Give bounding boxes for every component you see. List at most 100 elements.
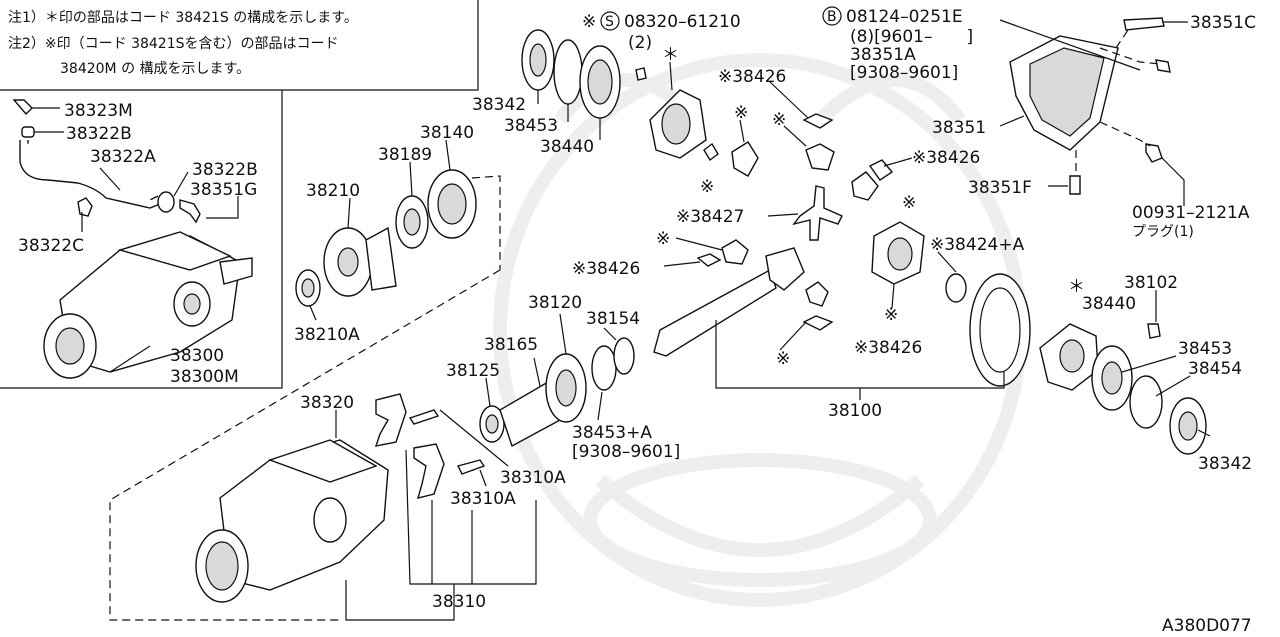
label-38310: 38310 bbox=[432, 592, 486, 612]
label-00931: 00931–2121A bbox=[1132, 203, 1250, 223]
kome-mark-e: ※ bbox=[656, 229, 670, 249]
companion-flange-group bbox=[295, 169, 501, 307]
note-line-3: 38420M の 構成を示します。 bbox=[60, 61, 250, 77]
label-38454: 38454 bbox=[1188, 359, 1242, 379]
washer-small-a[interactable] bbox=[703, 142, 719, 162]
inset-assembly-box: 38323M 38322B 38322A 38322B 38351G 38322… bbox=[0, 90, 283, 389]
ring-gear[interactable] bbox=[969, 273, 1031, 387]
part-38453-bottom[interactable] bbox=[1129, 375, 1163, 429]
label-38426-c: ※38426 bbox=[572, 259, 640, 279]
label-38351A-range: [9308–9601] bbox=[850, 63, 958, 83]
label-38427: ※38427 bbox=[676, 207, 744, 227]
kome-mark-bolt: ※ bbox=[582, 12, 596, 32]
label-b-qty: (8)[9601– ] bbox=[850, 27, 973, 47]
plug-00931-2121A[interactable] bbox=[1145, 143, 1163, 163]
label-38440-bottom: 38440 bbox=[1082, 294, 1136, 314]
label-38342-bottom: 38342 bbox=[1198, 454, 1252, 474]
label-38102: 38102 bbox=[1124, 273, 1178, 293]
label-38320: 38320 bbox=[300, 393, 354, 413]
label-38300M: 38300M bbox=[170, 367, 239, 387]
pinion-gear-d[interactable] bbox=[805, 281, 829, 307]
washer-38426-b[interactable] bbox=[868, 159, 894, 181]
part-38310-cap-b[interactable] bbox=[413, 443, 445, 499]
label-38453-top: 38453 bbox=[504, 116, 558, 136]
part-38322B-top[interactable] bbox=[21, 126, 35, 138]
label-38351C: 38351C bbox=[1190, 13, 1256, 33]
label-38165: 38165 bbox=[484, 335, 538, 355]
pinion-gear-c[interactable] bbox=[721, 239, 749, 265]
label-38189: 38189 bbox=[378, 145, 432, 165]
label-38120: 38120 bbox=[528, 293, 582, 313]
label-38140: 38140 bbox=[420, 123, 474, 143]
diagram-id: A380D077 bbox=[1162, 616, 1252, 636]
washer-38426-a[interactable] bbox=[802, 113, 834, 129]
breather-hose-group bbox=[12, 99, 239, 232]
label-38125: 38125 bbox=[446, 361, 500, 381]
part-38453-top[interactable] bbox=[553, 39, 583, 105]
bolt-38351A[interactable] bbox=[1155, 59, 1171, 73]
bolt-38310A-a[interactable] bbox=[408, 409, 440, 425]
s-mark-circle bbox=[600, 11, 620, 31]
label-38426-a: ※38426 bbox=[718, 67, 786, 87]
note-line-2: 注2）※印（コード 38421Sを含む）の部品はコード bbox=[8, 36, 339, 52]
bolt-38102[interactable] bbox=[1147, 323, 1161, 339]
kome-mark-f: ※ bbox=[776, 349, 790, 369]
drive-pinion-shaft[interactable] bbox=[653, 268, 777, 357]
b-mark-letter: B bbox=[827, 9, 837, 25]
label-38210: 38210 bbox=[306, 181, 360, 201]
label-38322B-2: 38322B bbox=[192, 160, 258, 180]
label-plug: プラグ(1) bbox=[1132, 224, 1194, 240]
label-38424A: ※38424+A bbox=[930, 235, 1025, 255]
drive-pinion-gear[interactable] bbox=[765, 247, 805, 291]
part-38453A[interactable] bbox=[591, 345, 617, 391]
label-38453-bottom: 38453 bbox=[1178, 339, 1232, 359]
kome-mark-d: ※ bbox=[902, 193, 916, 213]
part-38323M[interactable] bbox=[12, 99, 33, 116]
pinion-cross-38427[interactable] bbox=[792, 185, 843, 241]
part-38310-cap-a[interactable] bbox=[374, 393, 407, 447]
washer-38426-c[interactable] bbox=[696, 253, 722, 267]
bolt-08320-61210[interactable] bbox=[635, 67, 647, 81]
part-38351F[interactable] bbox=[1069, 175, 1081, 195]
label-38322A: 38322A bbox=[90, 147, 156, 167]
carrier-assembly-drawing[interactable] bbox=[43, 231, 253, 379]
label-38426-d: ※38426 bbox=[854, 338, 922, 358]
label-bolt-code: 08320–61210 bbox=[624, 12, 741, 32]
bolt-38310A-b[interactable] bbox=[456, 459, 486, 475]
label-38310A-a: 38310A bbox=[500, 468, 566, 488]
label-38426-b: ※38426 bbox=[912, 148, 980, 168]
pinion-bearing-group bbox=[479, 337, 635, 448]
s-mark-letter: S bbox=[605, 14, 614, 30]
part-38322C[interactable] bbox=[77, 197, 93, 217]
notes-box: 注1）＊印の部品はコード 38421S の構成を示します。 注2）※印（コード … bbox=[0, 0, 479, 91]
label-38210A: 38210A bbox=[294, 325, 360, 345]
kome-mark-b: ※ bbox=[772, 110, 786, 130]
right-side-bearing-group bbox=[871, 221, 1207, 455]
pinion-gear-b[interactable] bbox=[851, 171, 879, 201]
side-gear-group bbox=[703, 113, 894, 201]
label-38342-top: 38342 bbox=[472, 95, 526, 115]
label-bolt-qty: (2) bbox=[628, 33, 652, 53]
label-38323M: 38323M bbox=[64, 101, 133, 121]
side-gear-a[interactable] bbox=[805, 143, 835, 171]
asterisk-mark-2: ＊ bbox=[1068, 277, 1085, 297]
washer-38424A[interactable] bbox=[945, 273, 967, 303]
label-38351A: 38351A bbox=[850, 45, 916, 65]
pinion-gear-a[interactable] bbox=[731, 141, 759, 177]
label-38322B: 38322B bbox=[66, 124, 132, 144]
label-38453A-range: [9308–9601] bbox=[572, 442, 680, 462]
washer-38426-d[interactable] bbox=[802, 315, 834, 331]
kome-mark-g: ※ bbox=[884, 305, 898, 325]
bolt-38351C[interactable] bbox=[1123, 17, 1165, 31]
rear-cover-group bbox=[1009, 17, 1171, 195]
label-38351F: 38351F bbox=[968, 178, 1032, 198]
label-38154: 38154 bbox=[586, 309, 640, 329]
label-38300: 38300 bbox=[170, 346, 224, 366]
top-bearing-stack bbox=[521, 29, 707, 159]
part-38351G[interactable] bbox=[179, 199, 201, 224]
part-38154[interactable] bbox=[613, 337, 635, 375]
kome-mark-a: ※ bbox=[734, 103, 748, 123]
part-38322B-bottom[interactable] bbox=[157, 191, 175, 213]
